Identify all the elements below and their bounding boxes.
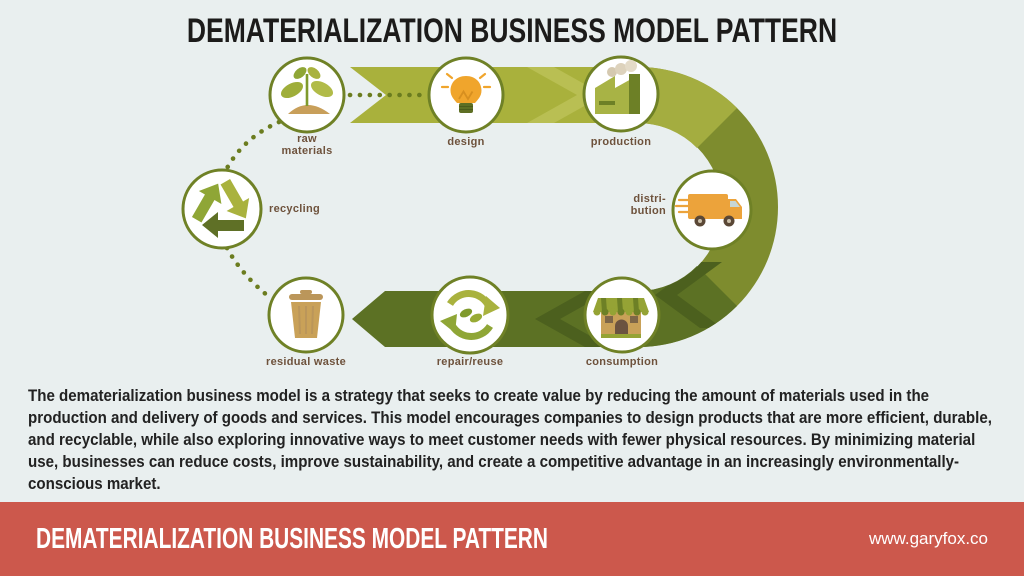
flow-diagram [181, 55, 778, 355]
plant-icon [280, 67, 334, 114]
trash-can-icon [289, 290, 323, 338]
factory-icon [595, 60, 640, 114]
label-consumption: consumption [585, 356, 659, 368]
lightbulb-icon [440, 72, 492, 113]
recycle-icon [191, 178, 250, 238]
page-title: DEMATERIALIZATION BUSINESS MODEL PATTERN [186, 12, 838, 50]
label-recycling: recycling [269, 203, 321, 215]
label-residual-waste: residual waste [265, 356, 346, 368]
flow-curve-chevron [655, 262, 722, 328]
description-paragraph: The dematerialization business model is … [28, 387, 992, 493]
label-production: production [590, 136, 652, 148]
label-distribution: distri- bution [630, 193, 666, 217]
label-raw-materials: raw materials [281, 133, 333, 157]
footer-website: www.garyfox.co [868, 529, 988, 548]
flow-curve-band [638, 67, 778, 347]
truck-icon [674, 194, 742, 227]
recycling-node [181, 168, 263, 250]
label-design: design [447, 136, 485, 148]
label-repair-reuse: repair/reuse [436, 356, 504, 368]
repair-arrows-icon [440, 290, 500, 340]
flow-bottom-chevron [535, 291, 610, 347]
store-icon [593, 298, 649, 338]
dotted-line-recycling-to-waste [224, 245, 275, 302]
footer-title: DEMATERIALIZATION BUSINESS MODEL PATTERN [36, 522, 548, 555]
footer-bar: DEMATERIALIZATION BUSINESS MODEL PATTERN… [0, 502, 1024, 576]
flow-curve-light-wedge [638, 67, 737, 148]
repair-reuse-node [430, 275, 510, 355]
